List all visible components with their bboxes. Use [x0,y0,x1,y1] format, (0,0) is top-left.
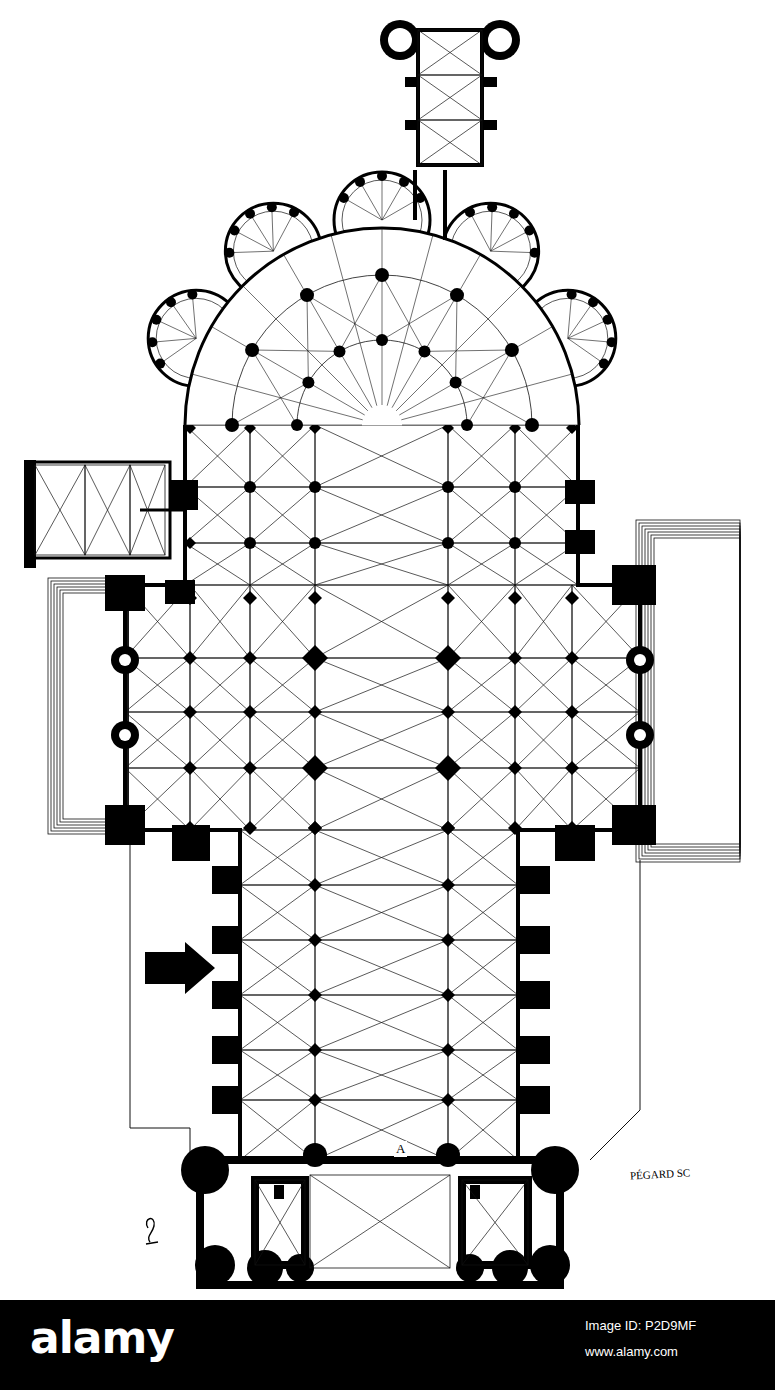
watermark-logo: alamy [30,1312,174,1363]
engraver-signature: PÉGARD SC [630,1166,691,1181]
pointer-arrow [145,942,215,994]
precinct-line [130,830,640,1160]
plan-drawing [24,20,740,1286]
nave-vaults [240,830,518,1160]
sacristy-vaults [35,465,165,555]
south-tower-vault [462,1180,528,1265]
axial-chapel-vaults [418,30,482,165]
sacristy [24,460,185,568]
choir-vaults [185,425,578,585]
buttresses [105,480,656,1114]
watermark-url: www.alamy.com [585,1344,678,1359]
west-porch-stairs [48,578,128,834]
transept-vaults [125,585,640,830]
engraver-mark [146,1219,158,1244]
footer-bar [0,1300,775,1390]
west-front [181,1143,579,1286]
axial-chapel [380,20,520,240]
north-tower-vault [255,1180,305,1265]
porch-vault [310,1175,450,1268]
apse [147,171,616,432]
outer-walls [125,425,640,1160]
bay-letter: A [394,1141,407,1157]
image-id: Image ID: P2D9MF [585,1318,696,1333]
piers [183,422,579,1157]
